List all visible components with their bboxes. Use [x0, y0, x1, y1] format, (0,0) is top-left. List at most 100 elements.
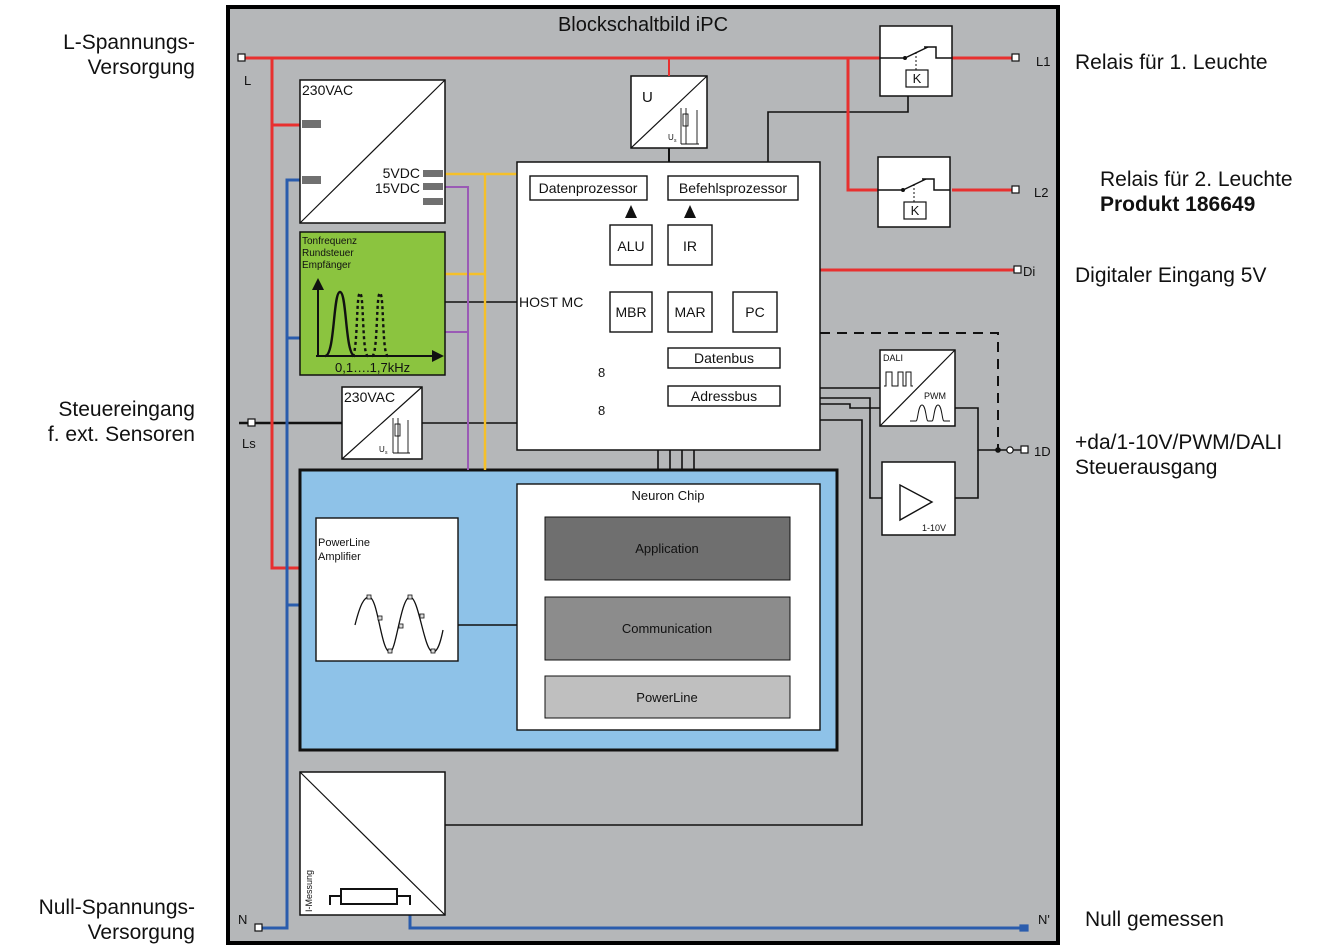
terminal-n	[254, 923, 263, 932]
ir-block	[667, 224, 713, 266]
terminal-di	[1013, 265, 1022, 274]
receiver-axis-arrow-up	[312, 278, 324, 290]
terminal-label-ls: Ls	[242, 436, 256, 451]
alu-label: ALU	[617, 238, 644, 254]
terminal-label-l2: L2	[1034, 185, 1048, 200]
databus	[667, 347, 781, 369]
relay-2: K	[877, 156, 951, 228]
communication-label: Communication	[622, 621, 712, 636]
label-control-input: Steuereingang	[58, 398, 195, 421]
label-relay-1: Relais für 1. Leuchte	[1075, 51, 1268, 74]
communication-layer	[544, 596, 791, 661]
receiver-line-2: Rundsteuer	[302, 248, 354, 259]
label-null-supply-2: Versorgung	[87, 921, 195, 944]
pl-amplifier-line-2: Amplifier	[318, 551, 361, 563]
voltage-sensor-sub: U	[668, 133, 674, 142]
label-l-supply-2: Versorgung	[87, 56, 195, 79]
application-layer	[544, 516, 791, 581]
sensor-converter: 230VAC U s	[341, 386, 423, 460]
powerline-label: PowerLine	[636, 690, 697, 705]
terminal-label-di: Di	[1023, 264, 1035, 279]
receiver-line-3: Empfänger	[302, 260, 352, 271]
receiver-axis-arrow-right	[432, 350, 444, 362]
ir-arrow-icon	[684, 205, 696, 218]
label-null-supply: Null-Spannungs-	[38, 896, 195, 919]
psu-input-label: 230VAC	[302, 82, 353, 98]
terminal-label-n-prime: N'	[1038, 912, 1050, 927]
voltage-sensor: U U s	[630, 58, 708, 162]
alu-block	[609, 224, 653, 266]
powerline-layer	[544, 675, 791, 719]
label-digital-input: Digitaler Eingang 5V	[1075, 264, 1267, 287]
sensor-converter-label: 230VAC	[344, 389, 395, 405]
voltage-sensor-label: U	[642, 89, 653, 106]
psu-15v-label: 15VDC	[375, 180, 420, 196]
command-processor-label: Befehlsprozessor	[679, 180, 788, 196]
sensor-converter-sub: U	[379, 445, 385, 454]
label-l-supply: L-Spannungs-	[63, 31, 195, 54]
label-null-measured: Null gemessen	[1085, 908, 1224, 931]
pc-label: PC	[745, 304, 764, 320]
label-control-output-2: Steuerausgang	[1075, 456, 1218, 479]
addressbus-label: Adressbus	[691, 388, 757, 404]
label-control-input-2: f. ext. Sensoren	[47, 423, 195, 446]
measurement-label: I-Messung	[304, 870, 314, 912]
pwm-label: PWM	[924, 391, 946, 401]
terminal-l1	[1011, 53, 1020, 62]
addressbus-width: 8	[598, 403, 605, 418]
dc15-wires	[445, 186, 469, 470]
label-product: Produkt 186649	[1100, 193, 1256, 216]
application-label: Application	[635, 541, 699, 556]
sensor-converter-sub-index: s	[385, 450, 388, 456]
terminals	[237, 53, 1029, 932]
dc5-wires	[445, 172, 517, 470]
receiver-line-1: Tonfrequenz	[302, 236, 357, 247]
neuron-chip-title: Neuron Chip	[632, 488, 705, 503]
dali-pwm-converter: DALI PWM	[879, 349, 956, 427]
data-processor-label: Datenprozessor	[539, 180, 638, 196]
amplifier-1-10v: 1-10V	[881, 461, 956, 536]
mar-block	[667, 291, 713, 333]
dali-label: DALI	[883, 353, 903, 363]
terminal-l2	[1011, 185, 1020, 194]
terminal-l	[237, 53, 246, 62]
amplifier-symbol-icon	[899, 483, 934, 522]
host-mc-label: HOST MC	[519, 294, 583, 310]
databus-label: Datenbus	[694, 350, 754, 366]
label-relay-2: Relais für 2. Leuchte	[1100, 168, 1293, 191]
terminal-label-l: L	[244, 73, 251, 88]
terminal-1d	[1020, 445, 1029, 454]
output-node	[1006, 446, 1014, 454]
relay-1: K	[879, 25, 953, 97]
databus-width: 8	[598, 365, 605, 380]
relay-2-coil-label: K	[911, 203, 920, 218]
relay-1-coil-label: K	[913, 71, 922, 86]
voltage-sensor-sub-index: s	[674, 138, 677, 144]
label-control-output: +da/1-10V/PWM/DALI	[1075, 431, 1283, 454]
pl-amplifier-line-1: PowerLine	[318, 537, 370, 549]
ripple-control-receiver: Tonfrequenz Rundsteuer Empfänger 0,1….1,…	[299, 231, 446, 376]
data-processor	[529, 175, 648, 201]
terminal-ls	[247, 418, 256, 427]
mbr-block	[609, 291, 653, 333]
alu-arrow-icon	[625, 205, 637, 218]
psu-5v-label: 5VDC	[383, 165, 420, 181]
power-supply: 230VAC 5VDC 15VDC	[299, 79, 446, 224]
dashed-signal	[820, 332, 999, 450]
current-measurement: I-Messung	[299, 771, 446, 916]
terminal-label-l1: L1	[1036, 54, 1050, 69]
terminal-label-1d: 1D	[1034, 444, 1051, 459]
ir-label: IR	[683, 238, 697, 254]
command-processor	[667, 175, 799, 201]
mbr-label: MBR	[615, 304, 646, 320]
pc-block	[732, 291, 778, 333]
mar-label: MAR	[674, 304, 705, 320]
terminal-n-prime	[1019, 924, 1029, 932]
terminal-label-n: N	[238, 912, 247, 927]
pl-amplifier	[315, 517, 459, 662]
neuron-module: PowerLine Amplifier Neuron Chip Applicat…	[298, 468, 839, 752]
receiver-frequency: 0,1….1,7kHz	[335, 360, 410, 375]
amplifier-label: 1-10V	[922, 523, 946, 533]
host-mc: HOST MC Datenprozessor Befehlsprozessor …	[516, 161, 821, 451]
addressbus	[667, 385, 781, 407]
